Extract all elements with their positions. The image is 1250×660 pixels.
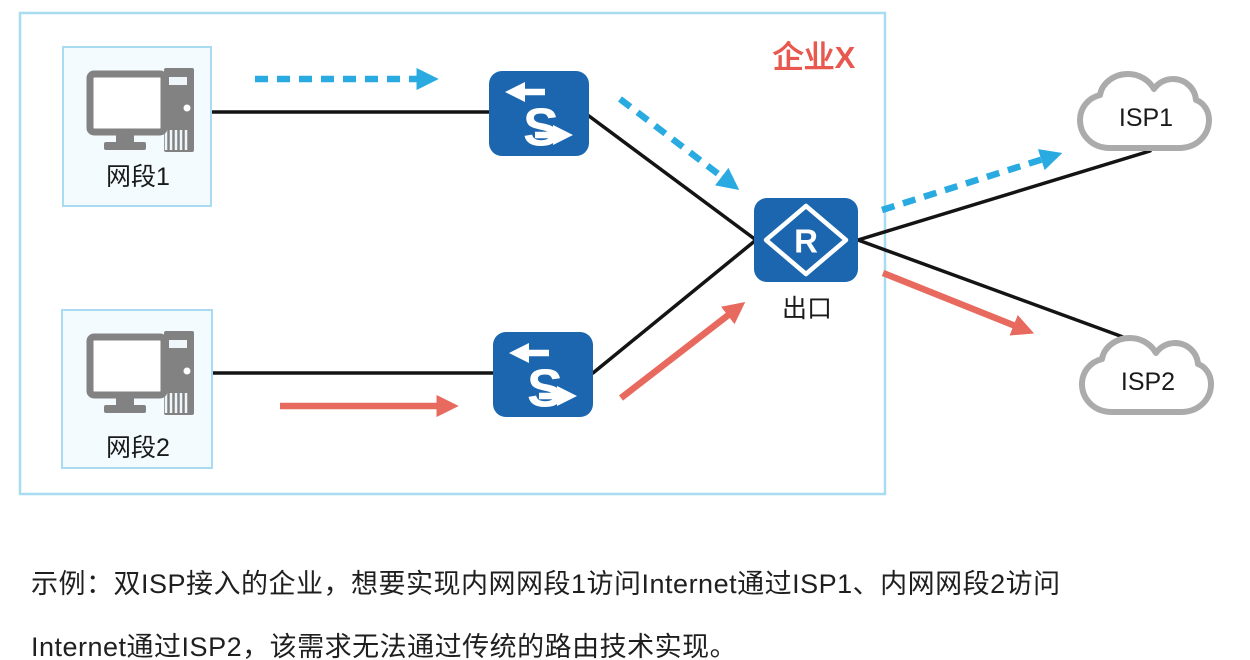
segment1-group: 网段1 — [62, 46, 212, 207]
network-diagram: 企业X 网段1 — [18, 11, 1250, 496]
link-router-isp1 — [856, 149, 1152, 242]
blue-arrow-router-isp1 — [881, 149, 1063, 214]
isp2-label: ISP2 — [1121, 368, 1175, 396]
isp1-label: ISP1 — [1119, 104, 1173, 132]
caption-line1: 示例：双ISP接入的企业，想要实现内网网段1访问Internet通过ISP1、内… — [31, 569, 1061, 599]
switch1-letter: S — [523, 97, 559, 157]
switch2-letter: S — [527, 358, 563, 418]
links — [188, 110, 1152, 375]
switch1-icon: S — [489, 71, 589, 157]
switch2-icon: S — [493, 332, 593, 418]
link-switch2-router — [591, 238, 758, 375]
caption-line2: Internet通过ISP2，该需求无法通过传统的路由技术实现。 — [31, 632, 738, 660]
isp1-cloud: ISP1 — [1080, 74, 1209, 148]
traffic-flow-red — [280, 269, 1035, 418]
router-icon: R — [754, 198, 858, 282]
link-switch1-router — [587, 114, 758, 242]
router-letter: R — [794, 223, 818, 260]
router-diamond — [763, 203, 849, 277]
enterprise-label: 企业X — [773, 40, 856, 75]
red-arrow-router-isp2 — [881, 269, 1035, 336]
traffic-flow-blue — [255, 67, 1063, 214]
caption: 示例：双ISP接入的企业，想要实现内网网段1访问Internet通过ISP1、内… — [31, 553, 1236, 660]
segment2-group: 网段2 — [61, 309, 213, 469]
red-arrow-switch2-router — [619, 301, 746, 401]
link-router-isp2 — [856, 238, 1136, 343]
isp2-cloud: ISP2 — [1082, 338, 1211, 412]
router-chassis — [754, 198, 858, 282]
router-label: 出口 — [782, 295, 832, 323]
segment2-label: 网段2 — [106, 434, 170, 462]
blue-arrow-switch1-router — [618, 96, 740, 191]
segment1-label: 网段1 — [106, 163, 170, 191]
